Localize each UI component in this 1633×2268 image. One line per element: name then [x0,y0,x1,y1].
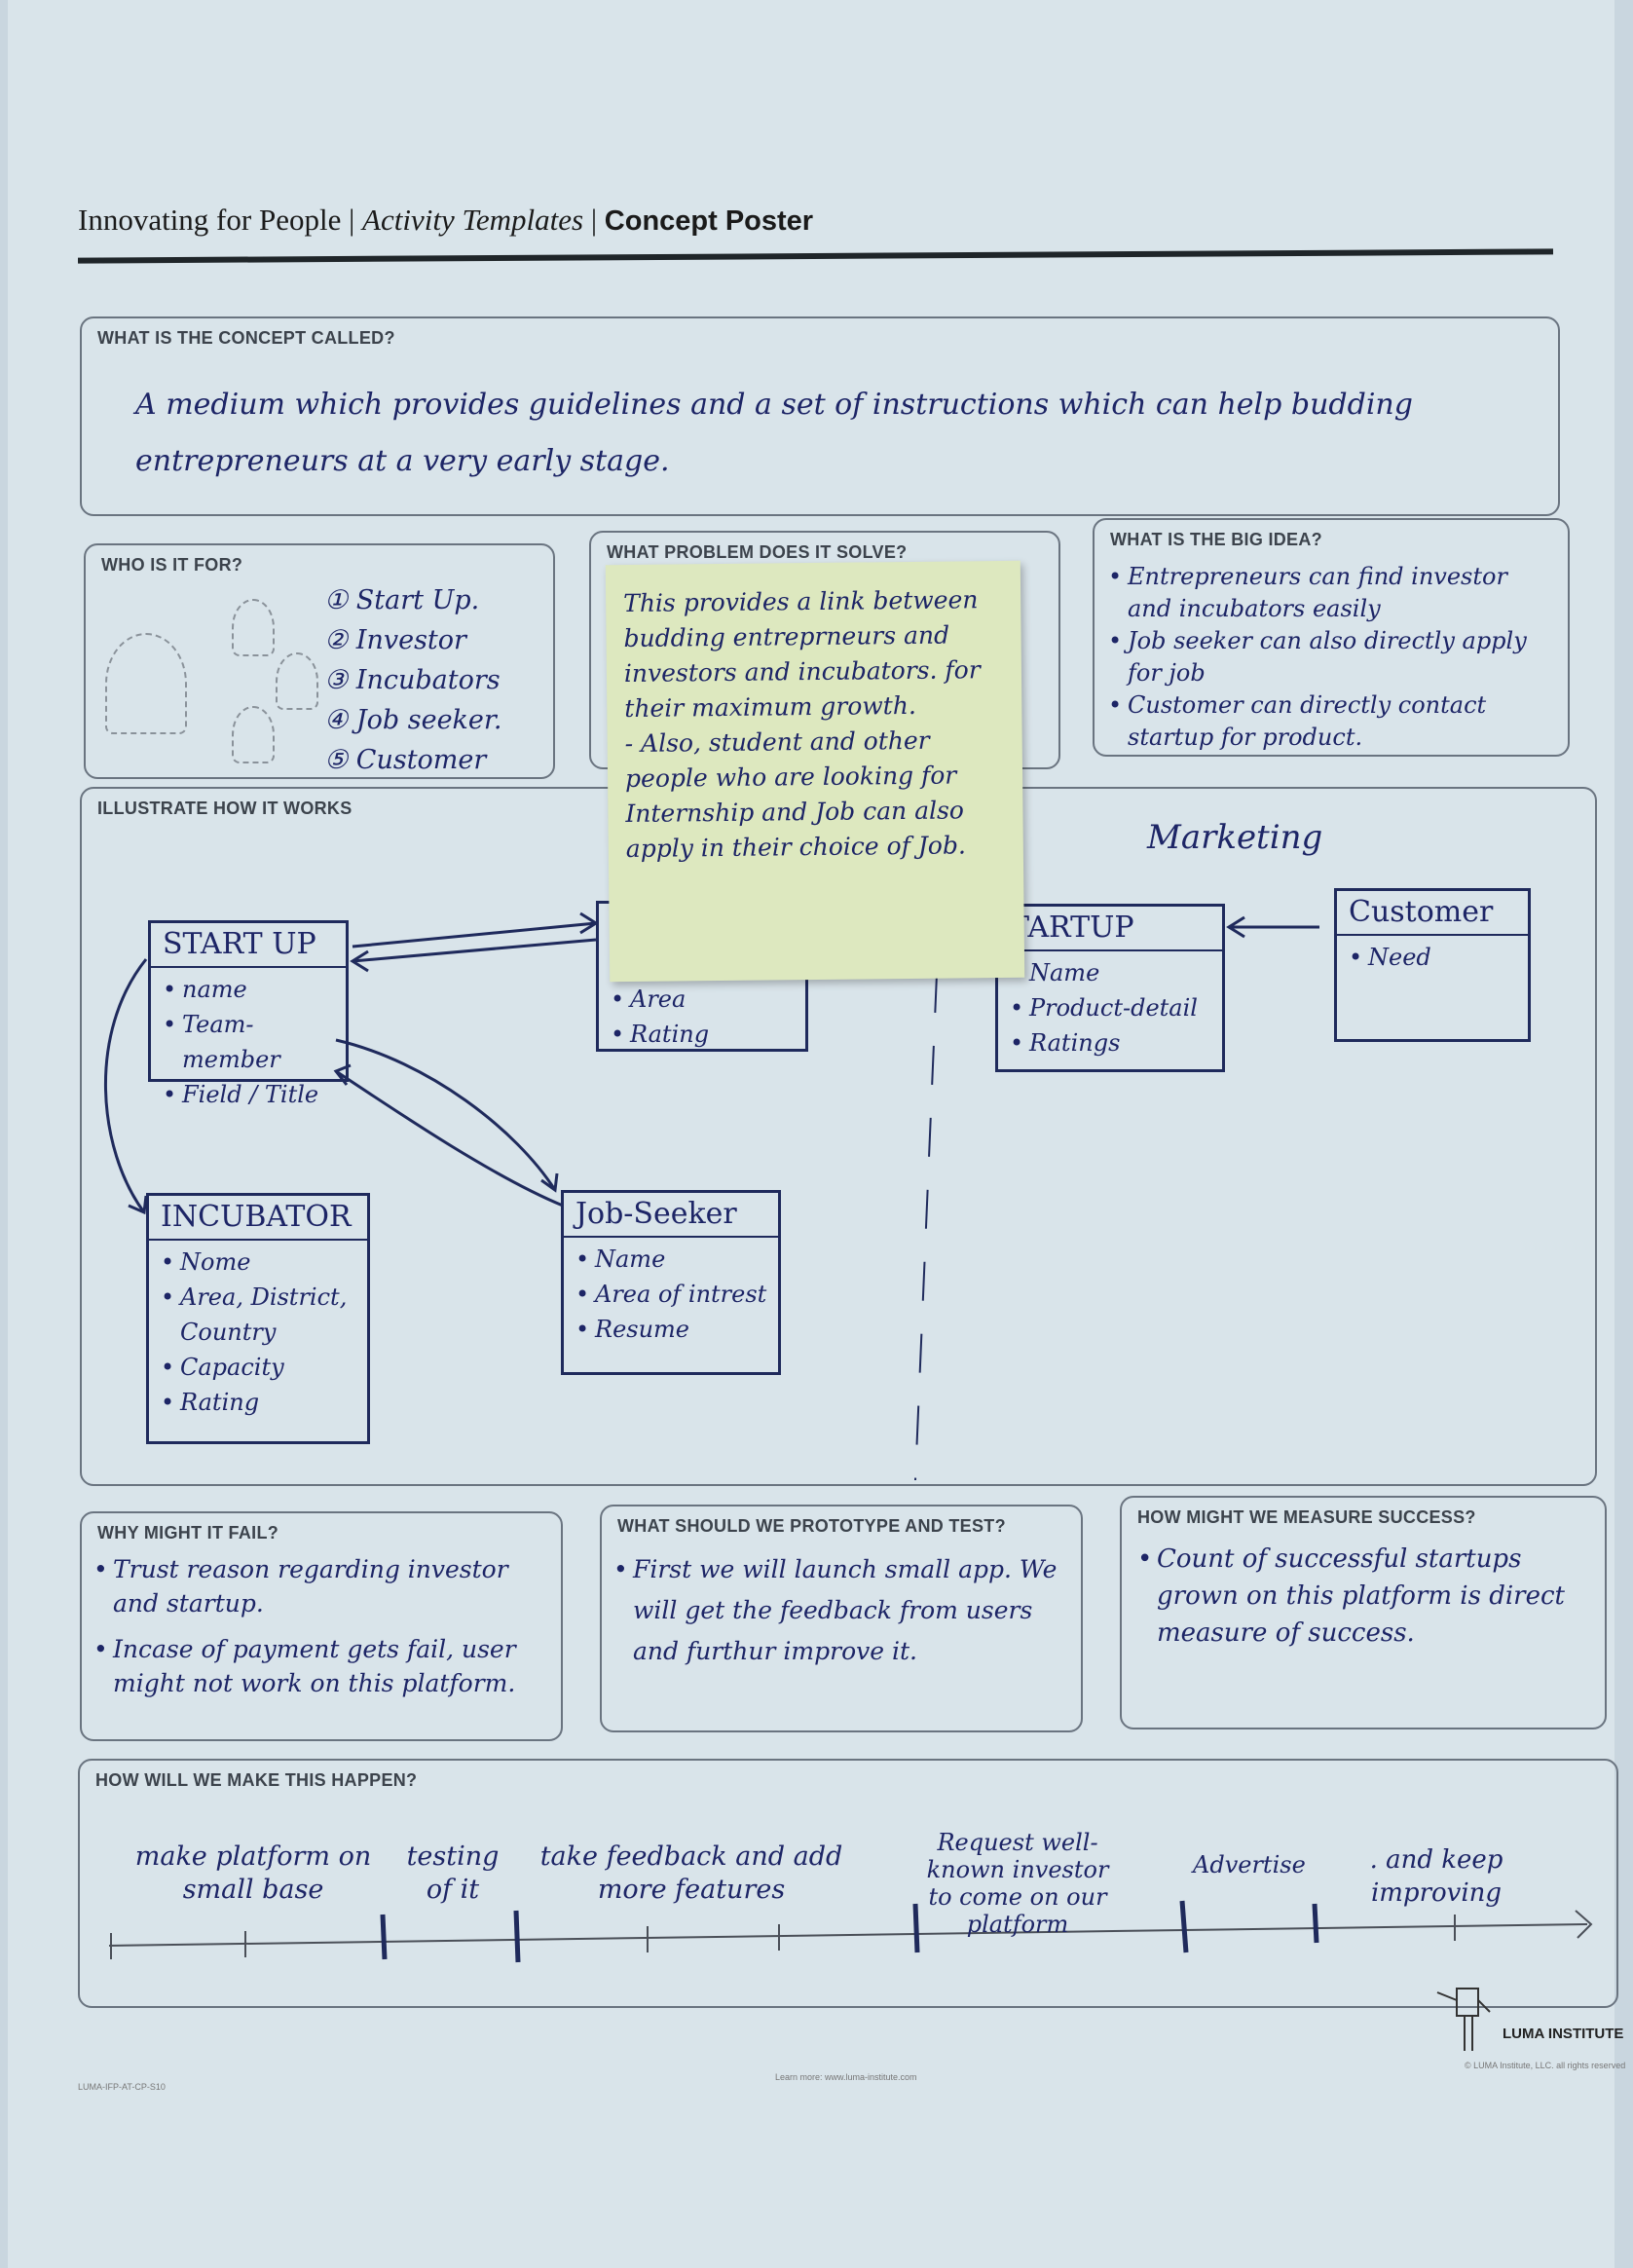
prototype-list: First we will launch small app. We will … [612,1549,1059,1672]
timeline-step: take feedback and add more features [539,1841,843,1905]
startup-box: START UP name Team-member Field / Title [148,920,349,1112]
timeline-step: testing of it [406,1841,500,1905]
big-idea-list: Entrepreneurs can find investor and incu… [1106,561,1544,754]
section-measure: HOW MIGHT WE MEASURE SUCCESS? Count of s… [1120,1496,1607,1729]
footer-copyright: © LUMA Institute, LLC. all rights reserv… [1465,2061,1626,2070]
header-program: Innovating for People [78,203,342,237]
footer-url: Learn more: www.luma-institute.com [775,2072,917,2082]
luma-logo: LUMA INSTITUTE [1503,2026,1624,2042]
section-label: WHAT IS THE BIG IDEA? [1110,530,1322,549]
who-list: ① Start Up. ② Investor ③ Incubators ④ Jo… [324,585,502,775]
timeline-step: . and keep improving [1369,1845,1503,1908]
fail-list: Trust reason regarding investor and star… [92,1552,539,1700]
header-title: Concept Poster [604,205,814,237]
poster-sheet [8,0,1614,2268]
person-outline-icon [276,652,318,710]
concept-text: A medium which provides guidelines and a… [135,388,1413,478]
person-outline-icon [105,633,187,734]
section-fail: WHY MIGHT IT FAIL? Trust reason regardin… [80,1511,563,1741]
section-big-idea: WHAT IS THE BIG IDEA? Entrepreneurs can … [1093,518,1570,757]
customer-box: Customer Need [1334,888,1531,1042]
person-outline-icon [232,706,275,763]
section-concept: WHAT IS THE CONCEPT CALLED? A medium whi… [80,316,1560,516]
section-label: HOW MIGHT WE MEASURE SUCCESS? [1137,1507,1476,1527]
jobseeker-box: Job-Seeker Name Area of intrest Resume [561,1190,781,1375]
section-happen: HOW WILL WE MAKE THIS HAPPEN? [78,1759,1618,2008]
footer-code: LUMA-IFP-AT-CP-S10 [78,2082,166,2092]
timeline-step: make platform on small base [134,1841,372,1905]
section-label: WHAT PROBLEM DOES IT SOLVE? [607,542,908,562]
section-who: WHO IS IT FOR? ① Start Up. ② Investor ③ … [84,543,555,779]
section-label: WHAT IS THE CONCEPT CALLED? [97,328,395,348]
incubator-box: INCUBATOR Nome Area, District, Country C… [146,1193,370,1444]
startup-marketing-box: TARTUP Name Product-detail Ratings [995,904,1225,1072]
timeline-step: Request well-known investor to come on o… [926,1829,1109,1938]
poster-header: Innovating for People | Activity Templat… [78,203,814,237]
section-label: ILLUSTRATE HOW IT WORKS [97,799,353,818]
section-label: WHAT SHOULD WE PROTOTYPE AND TEST? [617,1516,1006,1536]
marketing-label: Marketing [1147,818,1323,857]
measure-list: Count of successful startups grown on th… [1135,1541,1583,1652]
header-templates: Activity Templates [362,203,584,237]
section-label: HOW WILL WE MAKE THIS HAPPEN? [95,1770,418,1790]
section-label: WHY MIGHT IT FAIL? [97,1523,279,1543]
section-label: WHO IS IT FOR? [101,555,243,575]
person-outline-icon [232,599,275,656]
timeline-step: Advertise [1193,1851,1306,1878]
section-prototype: WHAT SHOULD WE PROTOTYPE AND TEST? First… [600,1505,1083,1732]
